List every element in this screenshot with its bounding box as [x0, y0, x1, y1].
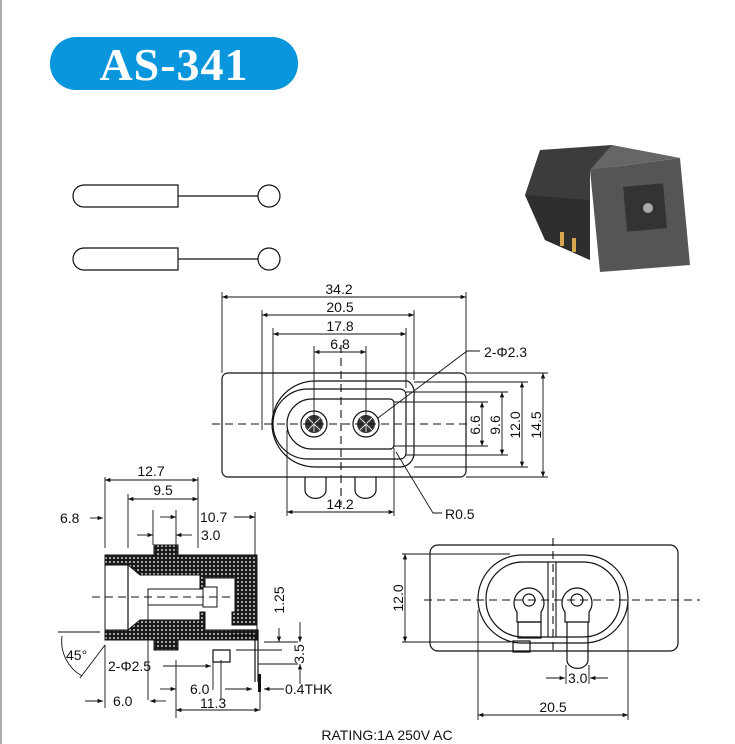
dim-3-0-bottom: 3.0 — [568, 670, 588, 686]
dim-20-5-bottom: 20.5 — [539, 699, 566, 715]
rating-label: RATING:1A 250V AC — [321, 727, 452, 743]
dim-12-0: 12.0 — [507, 411, 523, 438]
title-text: AS-341 — [99, 39, 248, 90]
dim-3-0: 3.0 — [201, 527, 221, 543]
dim-12-7: 12.7 — [137, 463, 164, 479]
front-view: 34.2 20.5 17.8 6.8 14.5 12.0 9.6 6.6 2-Φ… — [212, 281, 548, 522]
dim-34-2: 34.2 — [325, 281, 352, 297]
dim-20-5: 20.5 — [326, 299, 353, 315]
dim-11-3: 11.3 — [200, 695, 226, 711]
dim-6-6: 6.6 — [467, 415, 483, 435]
dim-6-0-left: 6.0 — [113, 693, 133, 709]
dim-9-6: 9.6 — [487, 415, 503, 435]
dim-9-5: 9.5 — [153, 482, 173, 498]
radius-label: R0.5 — [445, 506, 475, 522]
hole-label: 2-Φ2.5 — [108, 658, 151, 674]
dim-3-5: 3.5 — [291, 644, 307, 664]
thickness-label: 0.4THK — [285, 681, 333, 697]
pin-hole-label: 2-Φ2.3 — [484, 344, 527, 360]
dim-pin-pitch: 6.8 — [330, 336, 350, 352]
dim-10-7: 10.7 — [200, 509, 227, 525]
dim-6-0: 6.0 — [190, 681, 210, 697]
dim-14-2: 14.2 — [326, 496, 353, 512]
side-view: 12.7 9.5 6.8 10.7 3.0 1.25 3.5 45° 2-Φ2.… — [58, 463, 333, 718]
page-border — [0, 0, 2, 744]
dim-1-25: 1.25 — [271, 586, 287, 613]
angle-label: 45° — [66, 647, 87, 663]
title-badge: AS-341 — [50, 37, 298, 90]
dim-12-0-bottom: 12.0 — [390, 584, 406, 611]
pin-terminal — [513, 587, 545, 639]
dim-6-8: 6.8 — [60, 510, 80, 526]
dim-17-8: 17.8 — [326, 318, 353, 334]
product-photo — [525, 145, 690, 272]
bottom-view: 12.0 20.5 3.0 — [390, 538, 700, 720]
pin-schematic — [72, 184, 281, 271]
dim-14-5: 14.5 — [528, 411, 544, 438]
